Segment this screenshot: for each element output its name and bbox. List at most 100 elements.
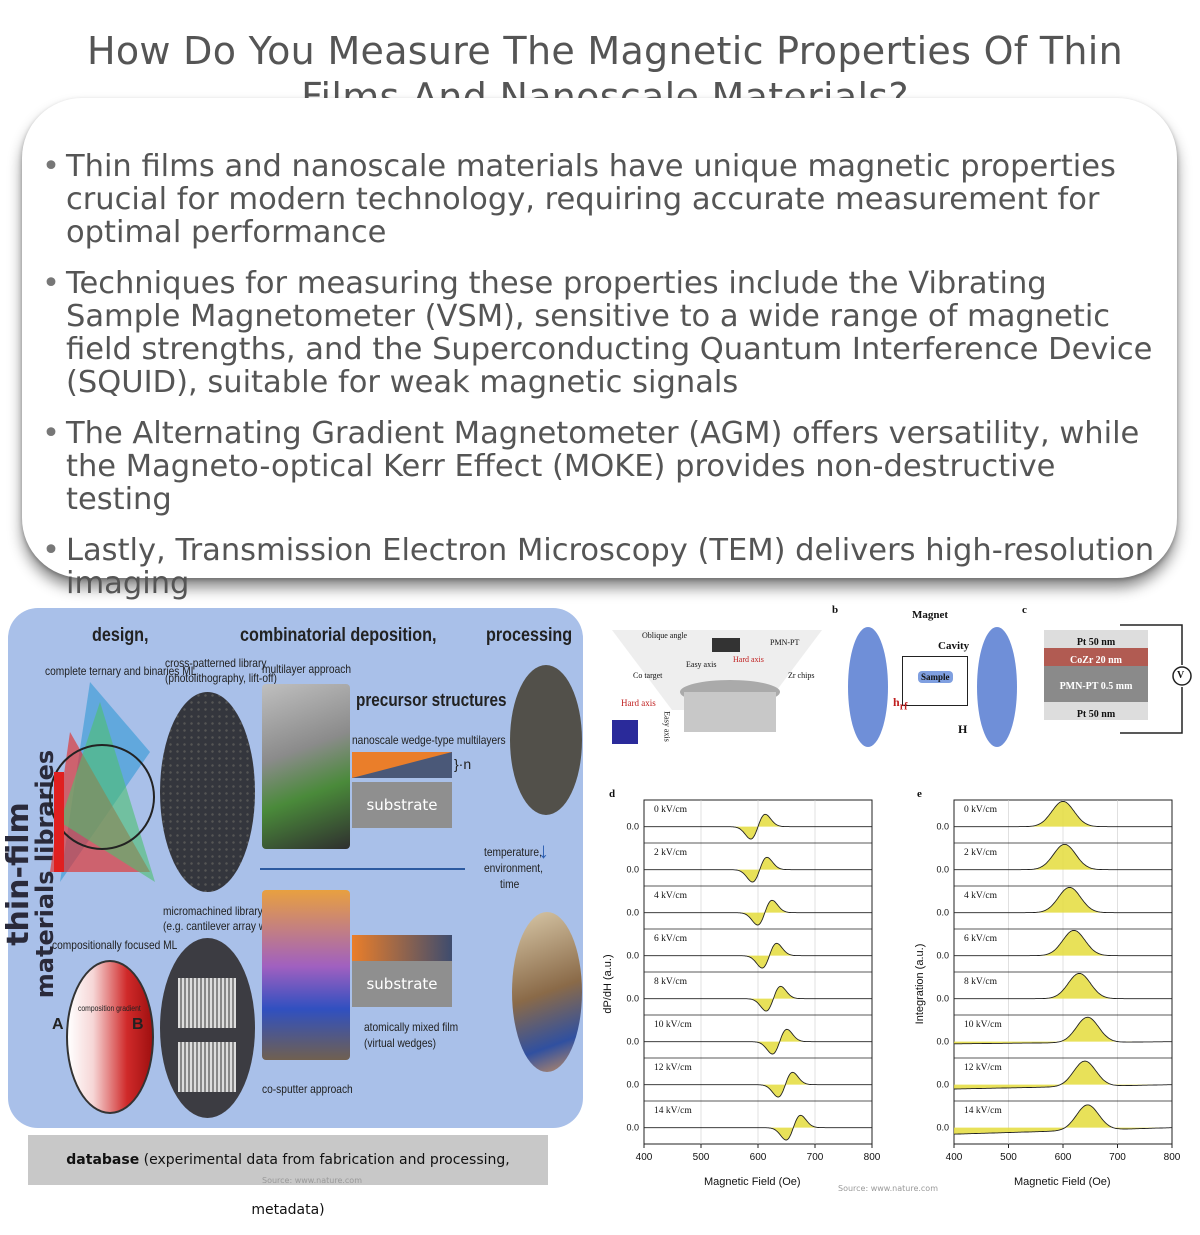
series-line <box>644 899 872 926</box>
cantilever-array <box>178 1042 236 1092</box>
design-heading: design, <box>92 625 149 646</box>
wedge-label: nanoscale wedge-type multilayers <box>352 733 506 747</box>
series-line <box>954 1016 1172 1045</box>
environment-label: environment, <box>484 861 543 875</box>
y-tick-label: 0.0 <box>626 1123 639 1133</box>
processed-wafer-1 <box>510 665 582 815</box>
target-body <box>684 692 776 732</box>
series-label: 10 kV/cm <box>964 1020 1002 1030</box>
combinatorial-heading: combinatorial deposition, <box>240 625 437 646</box>
hrf-subscript: rf <box>899 701 908 713</box>
panel-d-xlabel: Magnetic Field (Oe) <box>704 1176 801 1188</box>
series-label: 12 kV/cm <box>964 1063 1002 1073</box>
series-line <box>954 800 1172 828</box>
gradient-wafer <box>66 960 154 1114</box>
wafer-outline <box>49 744 155 850</box>
cozr-label: CoZr 20 nm <box>1069 655 1123 666</box>
series-label: 6 kV/cm <box>964 934 998 944</box>
bullet-item: Lastly, Transmission Electron Microscopy… <box>40 534 1170 600</box>
panel-d-chart: 0.0 0 kV/cm 0.0 2 kV/cm 0.0 4 kV/cm 0.0 6 kV/cm… <box>626 799 881 1163</box>
series-label: 14 kV/cm <box>964 1106 1002 1116</box>
page-title: How Do You Measure The Magnetic Properti… <box>87 29 1123 119</box>
magnet-pole-right <box>977 627 1017 747</box>
processed-wafer-2 <box>512 912 582 1072</box>
magnet-pole-left <box>848 627 888 747</box>
pmnpt-layer: PMN-PT 0.5 mm <box>1044 666 1148 702</box>
series-fill <box>954 930 1172 956</box>
series-line <box>954 843 1172 871</box>
panel-b-letter: b <box>832 604 839 616</box>
series-fill <box>644 900 872 925</box>
wedge-blue <box>352 752 452 778</box>
y-tick-label: 0.0 <box>626 994 639 1004</box>
series-label: 4 kV/cm <box>964 891 998 901</box>
easy-axis-label: Easy axis <box>686 660 717 669</box>
series-label: 4 kV/cm <box>654 891 688 901</box>
bullet-item: The Alternating Gradient Magnetometer (A… <box>40 417 1170 516</box>
label-b: B <box>132 1016 144 1033</box>
hard-axis-legend: Hard axis <box>621 698 656 708</box>
series-label: 12 kV/cm <box>654 1063 692 1073</box>
series-line <box>644 1114 872 1141</box>
panel-d-letter: d <box>609 788 616 800</box>
multilayer-label: multilayer approach <box>262 662 352 676</box>
hrf-label: hrf <box>893 695 907 712</box>
patterned-wafer <box>160 692 255 892</box>
easy-axis-legend: Easy axis <box>662 711 672 742</box>
y-tick-label: 0.0 <box>936 1037 949 1047</box>
y-tick-label: 0.0 <box>626 951 639 961</box>
panel-e-letter: e <box>917 788 922 800</box>
series-fill <box>644 943 872 968</box>
bullet-item: Thin films and nanoscale materials have … <box>40 150 1170 249</box>
y-tick-label: 0.0 <box>626 908 639 918</box>
series-label: 10 kV/cm <box>654 1020 692 1030</box>
wedge-layers <box>352 752 452 778</box>
y-tick-label: 0.0 <box>936 994 949 1004</box>
series-label: 8 kV/cm <box>654 977 688 987</box>
magnet-label: Magnet <box>912 609 949 621</box>
series-label: 2 kV/cm <box>964 848 998 858</box>
series-line <box>644 856 872 883</box>
time-label: time <box>500 877 520 891</box>
micromachined-sublabel: (e.g. cantilever array wafer) <box>163 919 288 933</box>
x-tick-label: 800 <box>1164 1152 1181 1163</box>
x-tick-label: 700 <box>1109 1152 1126 1163</box>
repeat-n-label: }·n <box>454 756 472 772</box>
series-line <box>953 1104 1172 1135</box>
substrate-2: substrate <box>352 961 452 1007</box>
mixed-film-label: atomically mixed film <box>364 1020 459 1034</box>
multilayer-photo <box>262 684 350 849</box>
series-line <box>644 985 872 1012</box>
y-tick-label: 0.0 <box>936 1123 949 1133</box>
wire-top <box>1120 624 1183 665</box>
x-tick-label: 400 <box>946 1152 963 1163</box>
cantilever-array <box>178 978 236 1028</box>
y-tick-label: 0.0 <box>936 908 949 918</box>
voltmeter-icon <box>1172 666 1192 686</box>
cross-patterned-sublabel: (photolithography, lift-off) <box>165 671 277 685</box>
composition-bar <box>54 772 64 872</box>
sample-holder <box>712 638 740 652</box>
co-target-label: Co target <box>633 671 663 680</box>
sample-label: Sample <box>918 671 953 683</box>
down-arrow-icon: ↓ <box>538 838 549 863</box>
series-line <box>954 1060 1172 1090</box>
x-tick-label: 700 <box>807 1152 824 1163</box>
y-tick-label: 0.0 <box>936 1080 949 1090</box>
series-label: 6 kV/cm <box>654 934 688 944</box>
series-label: 0 kV/cm <box>964 805 998 815</box>
panel-c-letter: c <box>1022 604 1027 616</box>
pt-bottom-label: Pt 50 nm <box>1076 709 1116 720</box>
hrf-symbol: h <box>893 695 900 709</box>
series-label: 8 kV/cm <box>964 977 998 987</box>
x-tick-label: 600 <box>1055 1152 1072 1163</box>
cosputter-label: co-sputter approach <box>262 1082 353 1096</box>
h-label: H <box>958 722 968 736</box>
series-line <box>954 972 1172 1000</box>
series-label: 2 kV/cm <box>654 848 688 858</box>
series-label: 0 kV/cm <box>654 805 688 815</box>
mixed-layer <box>352 935 452 961</box>
series-fill <box>954 801 1172 827</box>
series-label: 14 kV/cm <box>654 1106 692 1116</box>
panel-e-xlabel: Magnetic Field (Oe) <box>1014 1176 1111 1188</box>
